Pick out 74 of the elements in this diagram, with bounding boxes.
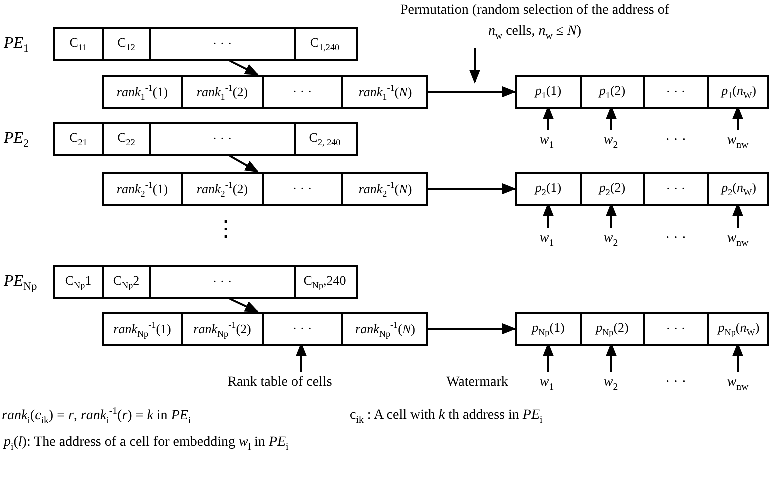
watermark-symbol: w$_{1}$	[531, 130, 563, 154]
cell-row	[53, 265, 358, 299]
table-cell: p$_{2}$(1)	[517, 174, 580, 204]
arrow	[428, 86, 516, 98]
arrow	[428, 323, 516, 335]
table-cell: p$_{1}$(1)	[517, 77, 580, 107]
table-cell: · · ·	[262, 314, 341, 344]
table-cell: rank$_{Np}$$^{-1}$(N)	[341, 314, 428, 344]
watermark-symbol: w$_{nw}$	[722, 228, 754, 252]
table-cell: · · ·	[643, 174, 707, 204]
table-cell: C$_{2, 240}$	[294, 124, 354, 154]
arrow	[230, 60, 260, 76]
legend-note: c$_{ik}$ : A cell with k th address in PE$_{i}$	[350, 407, 544, 428]
table-cell: p$_{Np}$(n$_{W}$)	[707, 314, 769, 344]
table-cell: p$_{1}$(n$_{W}$)	[707, 77, 769, 107]
cell-row	[102, 312, 428, 346]
cell-row	[102, 75, 428, 109]
table-cell: rank$_{2}$$^{-1}$(2)	[181, 174, 262, 204]
table-cell: p$_{2}$(2)	[580, 174, 643, 204]
watermark-symbol: w$_{1}$	[531, 372, 563, 396]
ellipsis: · · ·	[664, 132, 688, 150]
table-cell: C$_{Np}$1	[55, 267, 102, 297]
table-cell: rank$_{2}$$^{-1}$(N)	[341, 174, 428, 204]
table-cell: C$_{1,240}$	[294, 29, 354, 59]
table-cell: · · ·	[149, 124, 294, 154]
ellipsis: ⋮	[215, 218, 235, 240]
legend-note: rank$_{i}$(c$_{ik}$) = r, rank$_{i}$$^{-1}$(r) = k in PE$_{i}$	[2, 405, 192, 428]
table-cell: · · ·	[262, 77, 341, 107]
table-cell: · · ·	[149, 267, 294, 297]
table-cell: · · ·	[262, 174, 341, 204]
table-cell: C$_{12}$	[102, 29, 149, 59]
table-cell: C$_{11}$	[55, 29, 102, 59]
table-cell: rank$_{1}$$^{-1}$(1)	[104, 77, 181, 107]
watermark-symbol: w$_{2}$	[595, 130, 627, 154]
cell-row	[515, 75, 769, 109]
table-cell: · · ·	[643, 77, 707, 107]
cell-row	[53, 122, 358, 156]
watermark-symbol: w$_{nw}$	[722, 130, 754, 154]
ellipsis: · · ·	[664, 230, 688, 248]
legend-note: p$_{i}$(l): The address of a cell for embedding w$_{l}$ in PE$_{i}$	[4, 434, 290, 455]
row-label: PE$_{2}$	[4, 129, 30, 152]
table-cell: C$_{22}$	[102, 124, 149, 154]
table-cell: p$_{2}$(n$_{W}$)	[707, 174, 769, 204]
table-cell: C$_{Np}$2	[102, 267, 149, 297]
row-label: PE$_{1}$	[4, 34, 30, 58]
table-cell: C$_{Np}$,240	[294, 267, 354, 297]
watermark-symbol: w$_{2}$	[595, 228, 627, 252]
arrow	[230, 298, 260, 313]
cell-row	[102, 172, 428, 206]
annotation-text: Rank table of cells	[205, 372, 355, 393]
arrow	[230, 155, 260, 173]
table-cell: rank$_{Np}$$^{-1}$(1)	[104, 314, 181, 344]
table-cell: C$_{21}$	[55, 124, 102, 154]
table-cell: · · ·	[643, 314, 707, 344]
table-cell: rank$_{1}$$^{-1}$(N)	[341, 77, 428, 107]
cell-row	[515, 172, 769, 206]
annotation-text: Permutation (random selection of the address of n$_{w}$ cells, n$_{w}$ ≤ N)	[400, 0, 670, 44]
table-cell: p$_{Np}$(1)	[517, 314, 580, 344]
watermark-symbol: w$_{2}$	[595, 372, 627, 396]
table-cell: · · ·	[149, 29, 294, 59]
table-cell: rank$_{2}$$^{-1}$(1)	[104, 174, 181, 204]
ellipsis: · · ·	[664, 374, 688, 392]
cell-row	[53, 27, 358, 61]
watermark-symbol: w$_{nw}$	[722, 372, 754, 396]
caption-text: Watermark	[446, 374, 510, 392]
table-cell: rank$_{1}$$^{-1}$(2)	[181, 77, 262, 107]
watermark-symbol: w$_{1}$	[531, 228, 563, 252]
arrow	[428, 183, 516, 195]
table-cell: p$_{1}$(2)	[580, 77, 643, 107]
row-label: PE$_{Np}$	[4, 272, 38, 296]
cell-row	[515, 312, 769, 346]
table-cell: p$_{Np}$(2)	[580, 314, 643, 344]
arrow	[469, 48, 481, 84]
table-cell: rank$_{Np}$$^{-1}$(2)	[181, 314, 262, 344]
